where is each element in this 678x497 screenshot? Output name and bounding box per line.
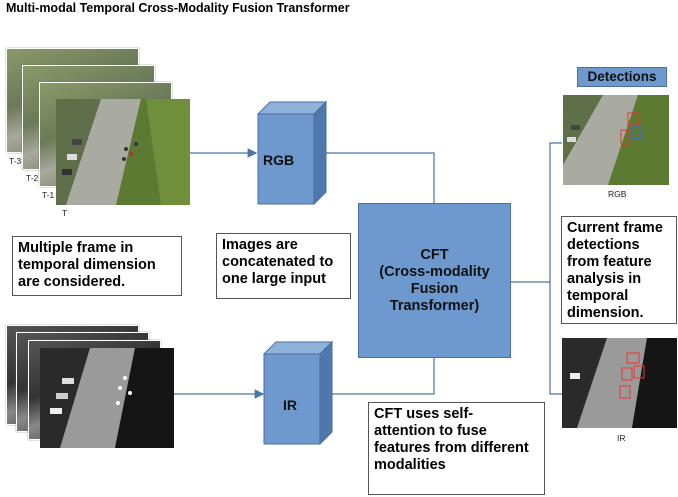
line-rgb-to-cft [324, 152, 435, 203]
frame-label-t1: T-1 [42, 190, 55, 200]
note-current-line: analysis in [567, 271, 642, 287]
ir-detection-image [562, 338, 677, 428]
frame-label-t: T [62, 208, 68, 218]
diagram-title: Multi-modal Temporal Cross-Modality Fusi… [6, 1, 350, 15]
rgb-cube [256, 100, 328, 206]
note-current-frame: Current frame detections from feature an… [561, 216, 677, 324]
cft-line4: Transformer) [389, 297, 480, 314]
ir-frame-t [40, 348, 174, 448]
ir-cube-front [263, 353, 321, 445]
ir-cube-side [319, 340, 333, 446]
ir-detection-label: IR [617, 433, 626, 443]
ir-label: IR [283, 397, 297, 413]
cft-box: CFT (Cross-modality Fusion Transformer) [358, 203, 511, 358]
cft-line3: Fusion [410, 280, 459, 297]
note-current-line: dimension. [567, 305, 644, 321]
line-det-bracket [549, 142, 562, 395]
note-current-line: from feature [567, 254, 652, 270]
rgb-frame-t [56, 99, 190, 205]
frame-label-t2: T-2 [26, 173, 39, 183]
note-temporal-line: Multiple frame in [18, 240, 134, 256]
note-selfattn-line: CFT uses self- [374, 406, 474, 422]
rgb-label: RGB [263, 152, 295, 168]
rgb-cube-front [257, 113, 315, 205]
note-current-line: Current frame [567, 220, 663, 236]
line-ir-to-cft [330, 358, 435, 395]
note-concat: Images are concatenated to one large inp… [216, 233, 351, 299]
note-selfattn-line: modalities [374, 457, 446, 473]
note-self-attention: CFT uses self- attention to fuse feature… [368, 402, 545, 495]
note-concat-line: one large input [222, 271, 326, 287]
note-temporal-line: are considered. [18, 274, 126, 290]
cft-line2: (Cross-modality [379, 263, 490, 280]
rgb-detection-label: RGB [608, 189, 627, 199]
rgb-detection-image [563, 95, 669, 185]
frame-label-t3: T-3 [9, 156, 22, 166]
detections-header: Detections [577, 67, 667, 87]
ir-cube [262, 340, 334, 446]
note-temporal-line: temporal dimension [18, 257, 156, 273]
note-concat-line: concatenated to [222, 254, 334, 270]
rgb-cube-side [313, 100, 327, 206]
note-current-line: detections [567, 237, 640, 253]
note-selfattn-line: features from different [374, 440, 529, 456]
note-selfattn-line: attention to fuse [374, 423, 487, 439]
cft-title: CFT [420, 246, 449, 263]
note-concat-line: Images are [222, 237, 298, 253]
note-current-line: temporal [567, 288, 629, 304]
note-temporal: Multiple frame in temporal dimension are… [12, 236, 182, 296]
